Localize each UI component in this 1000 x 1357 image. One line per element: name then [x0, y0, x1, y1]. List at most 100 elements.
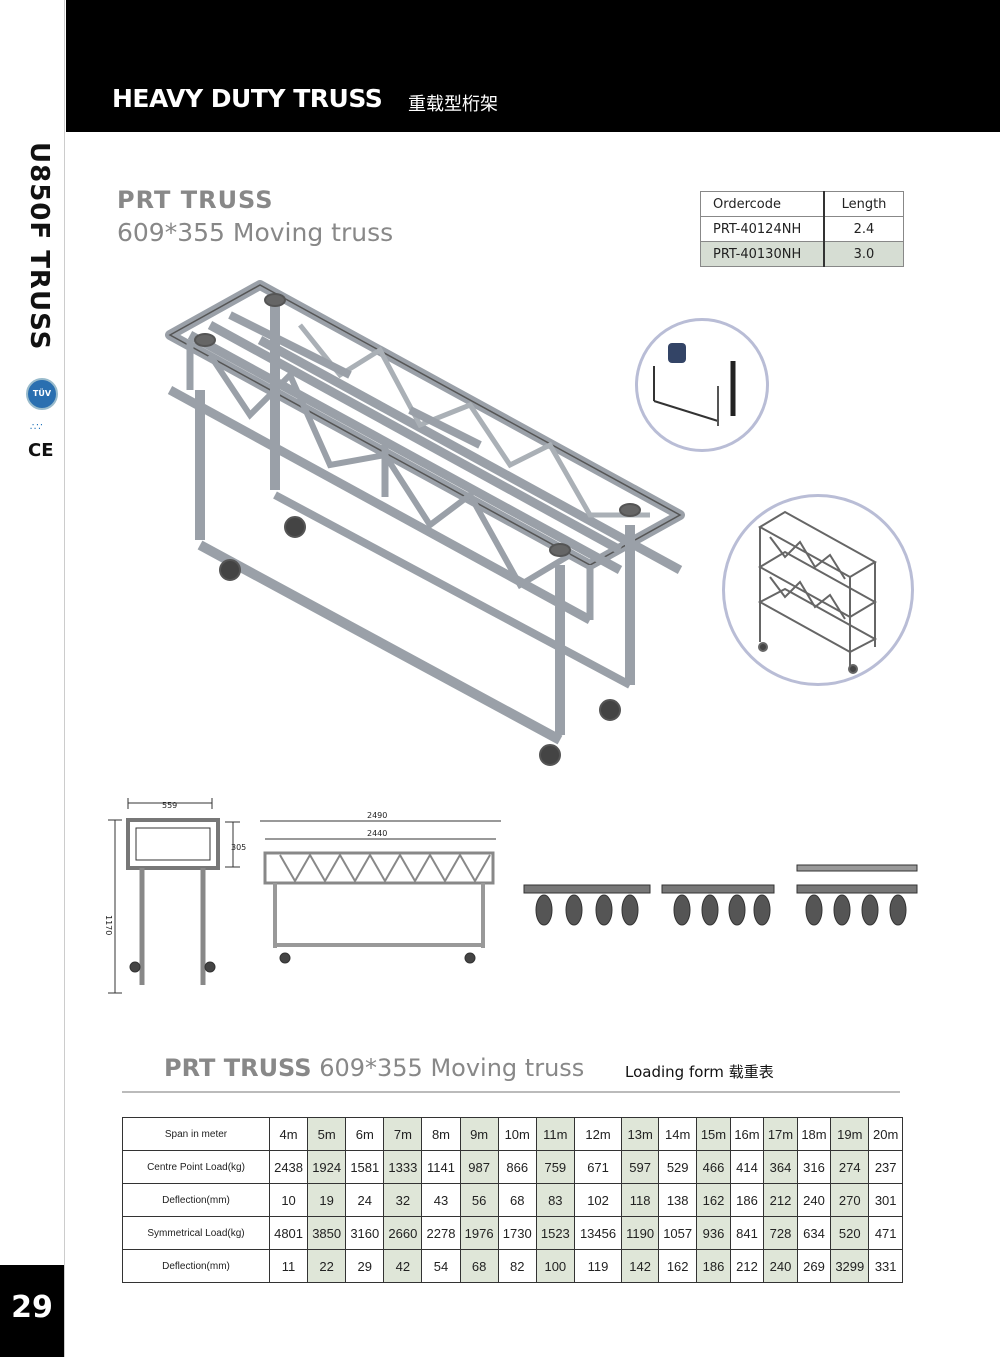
truss-3d-illustration — [165, 280, 685, 766]
table-cell: 22 — [307, 1249, 347, 1283]
page-number-box — [0, 1265, 64, 1357]
table-cell: 119 — [573, 1249, 623, 1283]
table-cell: 3299 — [830, 1249, 870, 1283]
detail-circle-connector — [635, 318, 769, 452]
order-length: 2.4 — [823, 216, 904, 242]
order-header-length: Length — [823, 191, 904, 217]
section-divider — [122, 1091, 900, 1093]
row-label: Symmetrical Load(kg) — [122, 1216, 270, 1250]
table-cell: 9m — [459, 1117, 499, 1151]
table-cell: 2660 — [383, 1216, 423, 1250]
table-cell: 14m — [658, 1117, 698, 1151]
table-cell: 186 — [696, 1249, 731, 1283]
stacked-trusses-drawing — [757, 510, 878, 674]
table-cell: 162 — [696, 1183, 731, 1217]
row-label: Deflection(mm) — [122, 1249, 270, 1283]
table-cell: 240 — [763, 1249, 798, 1283]
table-cell: 987 — [459, 1150, 499, 1184]
table-cell: 32 — [383, 1183, 423, 1217]
table-cell: 24 — [345, 1183, 385, 1217]
table-cell: 520 — [830, 1216, 870, 1250]
certification-icon: ∴∵ — [30, 422, 43, 433]
table-cell: 1190 — [621, 1216, 660, 1250]
order-header-code: Ordercode — [700, 191, 825, 217]
header-bar — [66, 0, 1000, 132]
table-cell: 138 — [658, 1183, 698, 1217]
stacked-side-views — [523, 864, 918, 926]
table-cell: 5m — [307, 1117, 347, 1151]
product-name: PRT TRUSS — [117, 186, 274, 214]
table-cell: 10 — [268, 1183, 309, 1217]
table-cell: 466 — [696, 1150, 731, 1184]
table-cell: 597 — [621, 1150, 660, 1184]
table-cell: 68 — [497, 1183, 537, 1217]
table-cell: 866 — [497, 1150, 537, 1184]
dim-width-top: 559 — [162, 801, 177, 810]
table-cell: 10m — [497, 1117, 537, 1151]
table-cell: 13m — [621, 1117, 660, 1151]
table-cell: 4801 — [268, 1216, 309, 1250]
loading-title-bold: PRT TRUSS — [164, 1054, 312, 1082]
page-title-cn: 重载型桁架 — [408, 94, 498, 115]
table-cell: 16m — [729, 1117, 765, 1151]
table-cell: 54 — [421, 1249, 461, 1283]
table-cell: 841 — [729, 1216, 765, 1250]
table-cell: 240 — [796, 1183, 832, 1217]
table-cell: 1523 — [535, 1216, 575, 1250]
tuv-logo-text: TÜV — [32, 389, 52, 398]
loading-form-label: Loading form 载重表 — [625, 1063, 774, 1081]
table-cell: 19 — [307, 1183, 347, 1217]
detail-circle-stacked-trusses — [722, 494, 914, 686]
table-cell: 20m — [868, 1117, 903, 1151]
dim-length-inner: 2440 — [367, 829, 387, 838]
dim-height-side: 305 — [231, 843, 246, 852]
table-cell: 269 — [796, 1249, 832, 1283]
table-cell: 12m — [573, 1117, 623, 1151]
table-cell: 274 — [830, 1150, 870, 1184]
table-cell: 118 — [621, 1183, 660, 1217]
table-cell: 936 — [696, 1216, 731, 1250]
table-cell: 728 — [763, 1216, 798, 1250]
table-cell: 3160 — [345, 1216, 385, 1250]
row-label: Centre Point Load(kg) — [122, 1150, 270, 1184]
table-cell: 1581 — [345, 1150, 385, 1184]
table-cell: 8m — [421, 1117, 461, 1151]
table-cell: 11 — [268, 1249, 309, 1283]
table-cell: 2438 — [268, 1150, 309, 1184]
table-cell: 414 — [729, 1150, 765, 1184]
table-cell: 212 — [763, 1183, 798, 1217]
connector-detail-drawing — [653, 343, 736, 426]
side-elevation-drawing: 2490 2440 — [260, 811, 501, 964]
table-cell: 270 — [830, 1183, 870, 1217]
front-elevation-drawing: 559 305 1170 — [104, 798, 246, 994]
table-cell: 19m — [830, 1117, 870, 1151]
page-title: HEAVY DUTY TRUSS — [112, 84, 383, 113]
order-table: Ordercode Length PRT-40124NH 2.4 PRT-401… — [700, 191, 904, 267]
table-cell: 13456 — [573, 1216, 623, 1250]
table-cell: 1924 — [307, 1150, 347, 1184]
dim-length-outer: 2490 — [367, 811, 387, 820]
table-cell: 15m — [696, 1117, 731, 1151]
table-cell: 43 — [421, 1183, 461, 1217]
table-cell: 142 — [621, 1249, 660, 1283]
table-cell: 83 — [535, 1183, 575, 1217]
table-cell: 471 — [868, 1216, 903, 1250]
table-cell: 301 — [868, 1183, 903, 1217]
series-title: U850F TRUSS — [24, 142, 54, 351]
table-cell: 2278 — [421, 1216, 461, 1250]
table-cell: 7m — [383, 1117, 423, 1151]
order-code: PRT-40124NH — [700, 216, 825, 242]
table-cell: 1976 — [459, 1216, 499, 1250]
row-label: Span in meter — [122, 1117, 270, 1151]
table-cell: 42 — [383, 1249, 423, 1283]
table-cell: 316 — [796, 1150, 832, 1184]
table-cell: 4m — [268, 1117, 309, 1151]
table-cell: 102 — [573, 1183, 623, 1217]
table-cell: 364 — [763, 1150, 798, 1184]
page-number: 29 — [11, 1290, 53, 1325]
